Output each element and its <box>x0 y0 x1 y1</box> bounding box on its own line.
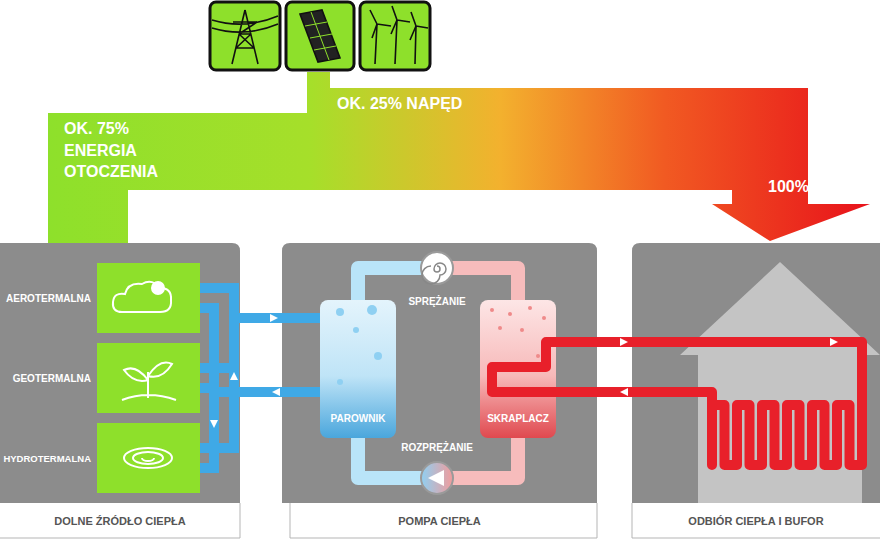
source-box: AEROTERMALNA <box>97 263 200 333</box>
source-boxes <box>97 263 200 493</box>
source-box: HYDROTERMALNA <box>97 423 200 493</box>
evaporator: PAROWNIK <box>316 300 400 438</box>
energy-flow-arrow <box>48 72 870 243</box>
heating-pipes <box>492 342 862 465</box>
flow-arrows <box>210 314 280 428</box>
stage-label: ROZPRĘŻANIE <box>401 442 473 453</box>
pump-panel: POMPA CIEPŁAPAROWNIKSKRAPLACZ <box>282 243 597 503</box>
source-label: AEROTERMALNA <box>6 293 91 304</box>
flow-arrows <box>620 338 838 396</box>
grey-panels <box>0 243 880 503</box>
energy-share-label: OK. 75% ENERGIA OTOCZENIA <box>64 118 176 183</box>
vessel-label: SKRAPLACZ <box>476 413 560 424</box>
source-panel: DOLNE ŹRÓDŁO CIEPŁAAEROTERMALNAGEOTERMAL… <box>0 243 240 503</box>
vessel-label: PAROWNIK <box>316 413 400 424</box>
drive-share-label: OK. 25% NAPĘD <box>337 95 462 113</box>
panel-heading: POMPA CIEPŁA <box>282 515 597 527</box>
expansion-valve <box>421 462 453 494</box>
compressor <box>421 252 453 284</box>
heat-sink-panel: ODBIÓR CIEPŁA I BUFOR <box>632 243 880 503</box>
panel-heading: ODBIÓR CIEPŁA I BUFOR <box>632 515 880 527</box>
bottom-separators <box>0 503 880 538</box>
total-label: 100% <box>768 178 809 196</box>
source-box: GEOTERMALNA <box>97 343 200 413</box>
source-label: GEOTERMALNA <box>13 373 91 384</box>
energy-icons <box>210 2 430 70</box>
source-label: HYDROTERMALNA <box>3 453 91 464</box>
panel-heading: DOLNE ŹRÓDŁO CIEPŁA <box>0 515 240 527</box>
condenser: SKRAPLACZ <box>476 300 560 438</box>
stage-label: SPRĘŻANIE <box>408 296 465 307</box>
